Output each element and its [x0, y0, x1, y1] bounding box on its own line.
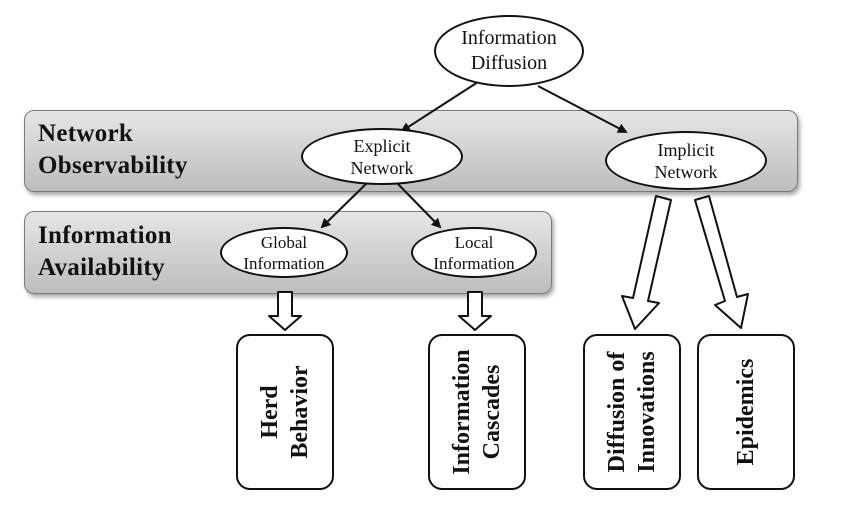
edge-root-explicit	[400, 81, 479, 133]
information-availability-label: Information Availability	[38, 222, 172, 281]
block-arrow-local	[458, 291, 492, 331]
leaf-herd-behavior-label: Herd Behavior	[257, 365, 313, 459]
leaf-information-cascades: Information Cascades	[428, 334, 526, 490]
edge-explicit-global	[320, 181, 369, 229]
node-local-information: Local Information	[411, 227, 537, 278]
node-implicit-network: Implicit Network	[605, 131, 767, 190]
node-explicit-network: Explicit Network	[301, 128, 463, 185]
node-information-diffusion: Information Diffusion	[434, 15, 584, 87]
block-arrow-innovations	[621, 195, 672, 330]
leaf-epidemics-label: Epidemics	[733, 358, 759, 466]
block-arrow-global	[268, 291, 302, 331]
block-arrow-epidemics	[694, 195, 749, 329]
leaf-herd-behavior: Herd Behavior	[236, 334, 334, 490]
edge-explicit-local	[395, 181, 442, 229]
leaf-epidemics: Epidemics	[697, 334, 795, 490]
network-observability-label: Network Observability	[38, 120, 188, 179]
leaf-information-cascades-label: Information Cascades	[449, 349, 505, 475]
edge-root-implicit	[537, 85, 628, 133]
leaf-diffusion-of-innovations-label: Diffusion of Innovations	[604, 351, 660, 473]
leaf-diffusion-of-innovations: Diffusion of Innovations	[583, 334, 681, 490]
node-global-information: Global Information	[220, 227, 348, 278]
